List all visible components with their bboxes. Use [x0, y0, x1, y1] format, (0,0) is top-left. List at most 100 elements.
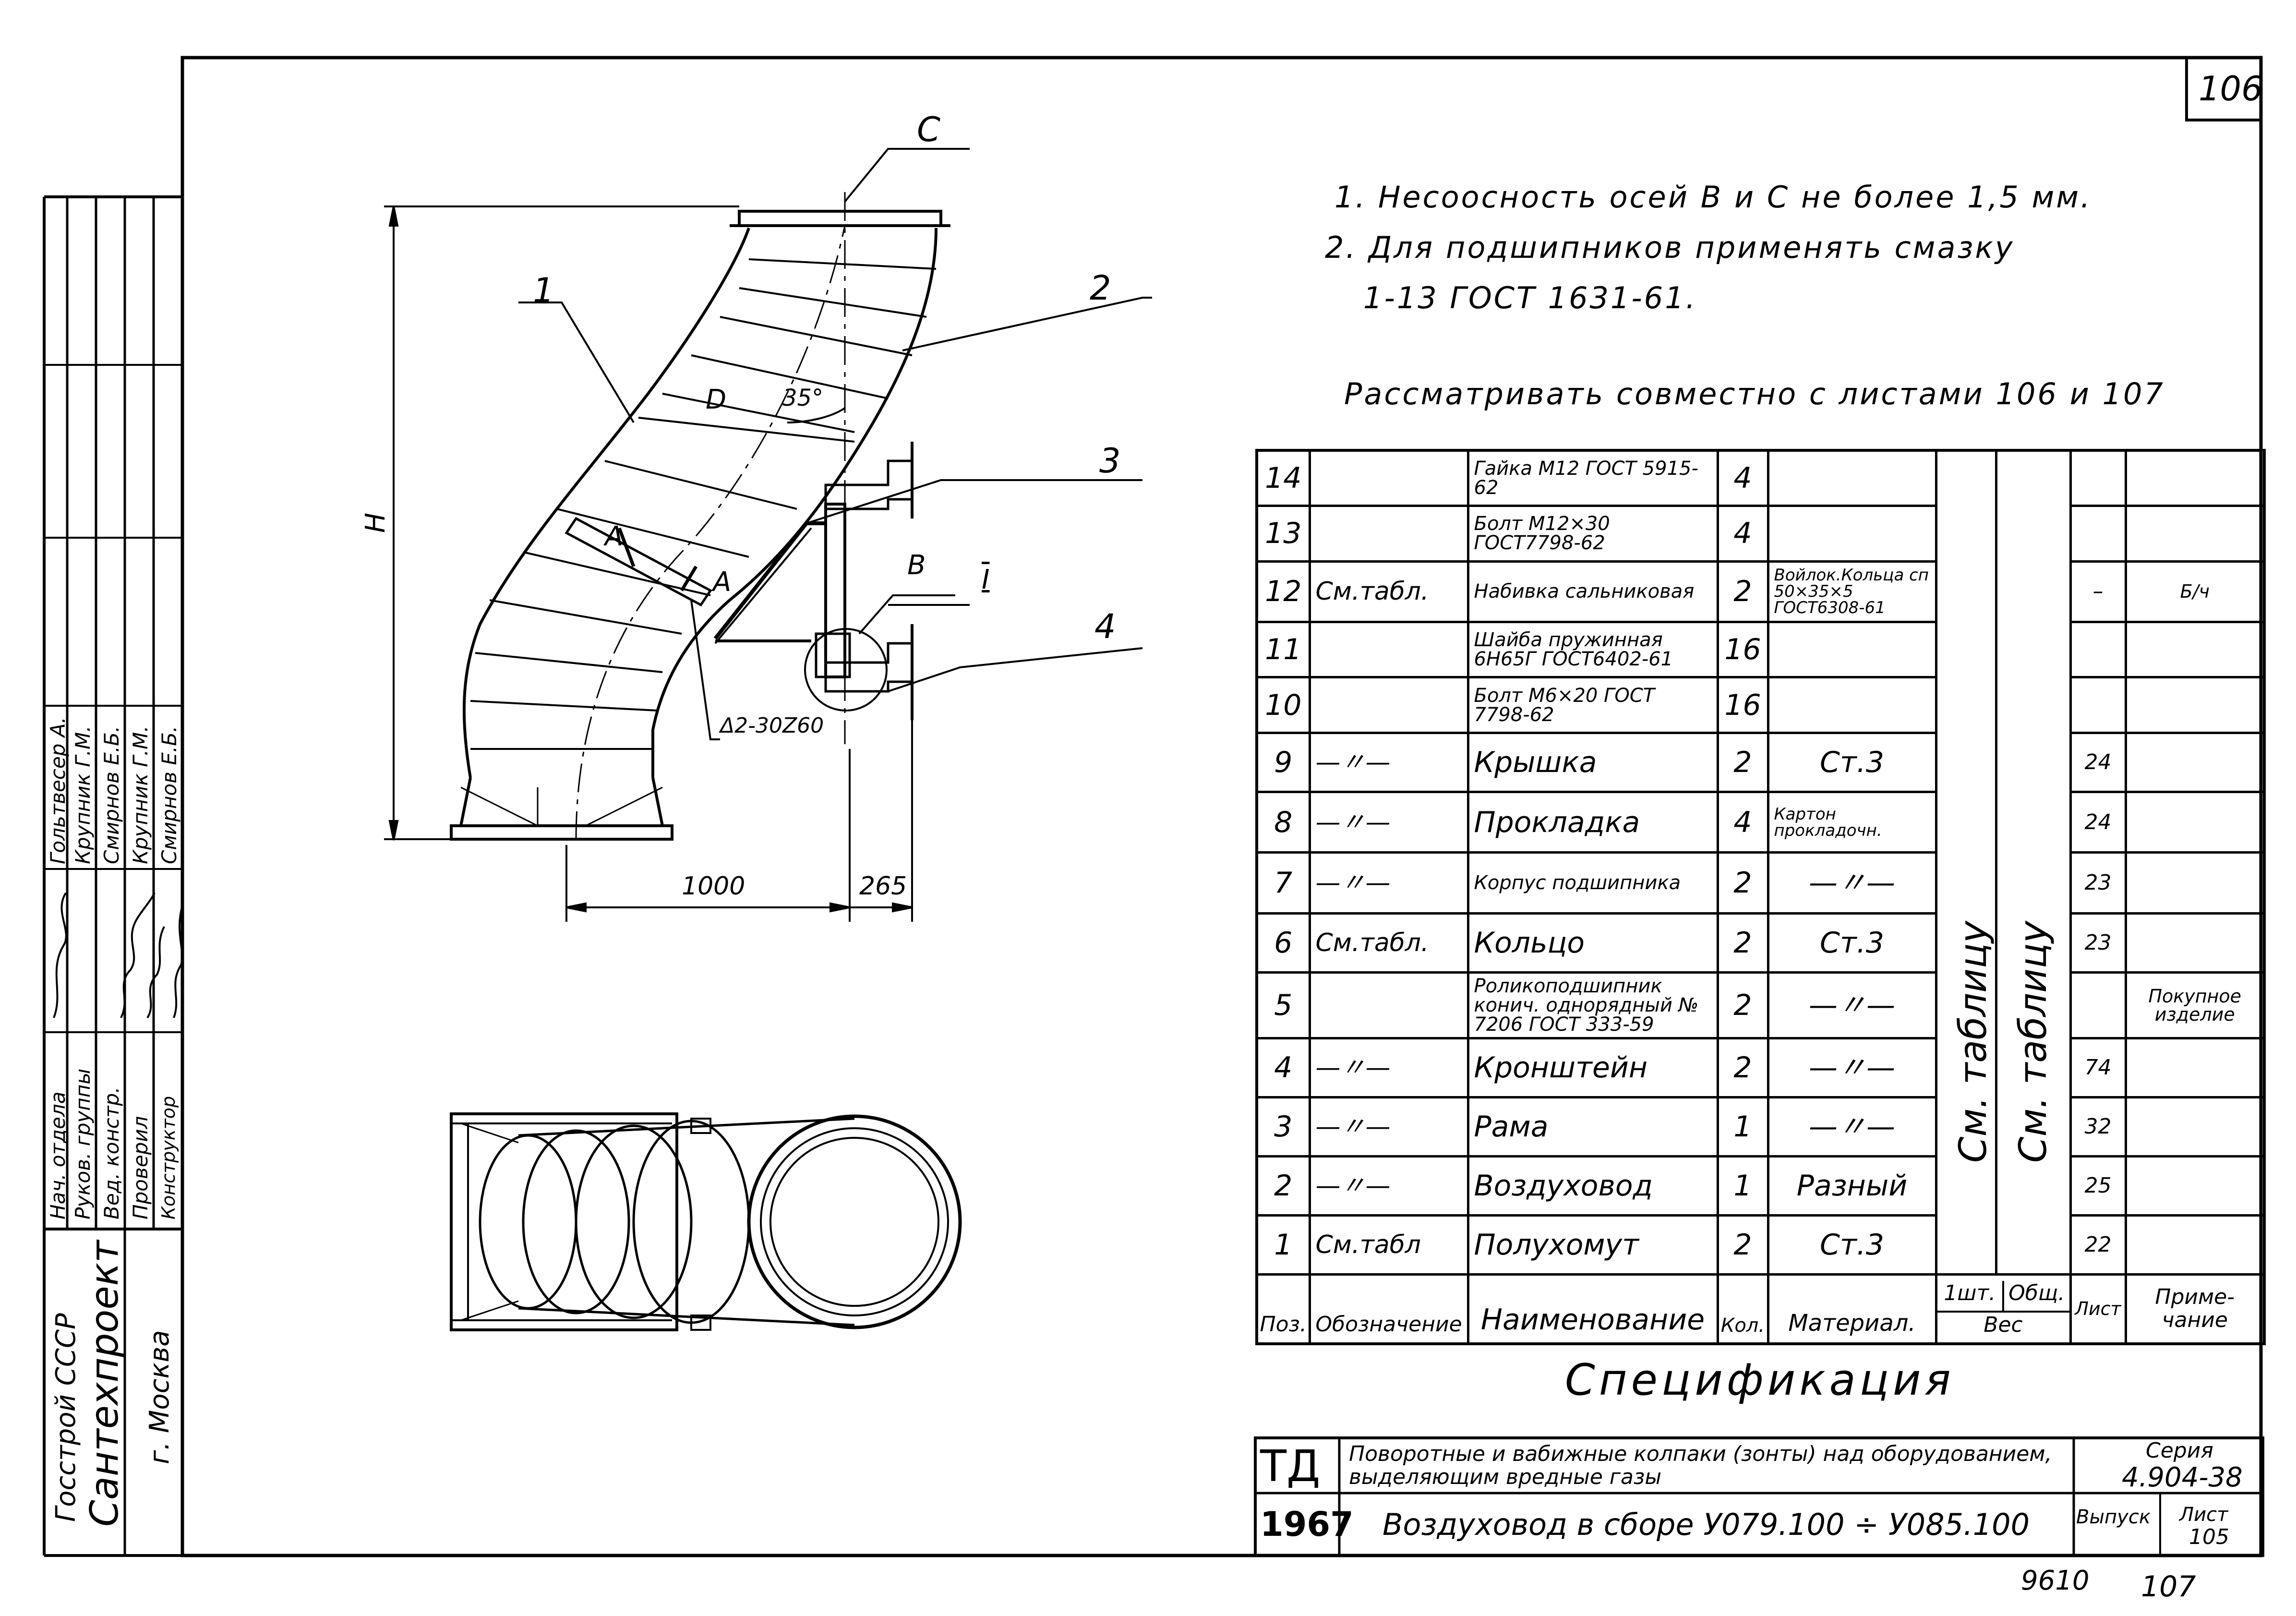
spec-name: Шайба пружинная 6Н65Г ГОСТ6402-61: [1467, 620, 1719, 679]
tb-year: 1967: [1260, 1505, 1354, 1544]
spec-sheet: 24: [2069, 791, 2127, 854]
tb-drawing-name: Воздуховод в сборе У079.100 ÷ У085.100: [1382, 1507, 2030, 1542]
spec-header-total: Общ.: [2008, 1280, 2065, 1305]
spec-sheet: 25: [2069, 1155, 2127, 1217]
spec-note: [2124, 1037, 2266, 1098]
spec-qty: 2: [1716, 971, 1769, 1039]
spec-sheet: [2069, 505, 2127, 563]
tb-bottom-note: 9610: [2021, 1565, 2090, 1596]
spec-qty: 1: [1716, 1096, 1769, 1158]
tb-description: Поворотные и вабижные колпаки (зонты) на…: [1349, 1442, 2052, 1490]
spec-name: Прокладка: [1467, 791, 1719, 854]
spec-pos: 9: [1255, 732, 1311, 794]
spec-note: [2124, 732, 2266, 794]
spec-sheet: [2069, 676, 2127, 735]
label-dim-265: 265: [859, 872, 907, 901]
tb-td: ТД: [1260, 1441, 1321, 1492]
spec-material: Войлок.Кольца сп 50×35×5 ГОСТ6308-61: [1767, 560, 1937, 623]
tb-list-num: 105: [2189, 1525, 2229, 1549]
spec-qty: 16: [1716, 676, 1769, 735]
spec-designation: —〃—: [1308, 851, 1469, 915]
spec-pos: 7: [1255, 851, 1311, 915]
spec-note: [2124, 791, 2266, 854]
spec-note: [2124, 1155, 2266, 1217]
spec-name: Болт М6×20 ГОСТ 7798-62: [1467, 676, 1719, 735]
spec-material: —〃—: [1767, 1096, 1937, 1158]
spec-qty: 2: [1716, 1037, 1769, 1098]
tb-vypusk: Выпуск: [2076, 1506, 2151, 1528]
name-2: Крупник Г.М.: [71, 725, 95, 864]
spec-designation: См.табл.: [1308, 560, 1469, 623]
spec-sheet: 24: [2069, 732, 2127, 794]
spec-pos: 1: [1255, 1214, 1311, 1276]
label-2: 2: [1090, 268, 1111, 308]
spec-designation: —〃—: [1308, 1155, 1469, 1217]
tb-bottom-num: 107: [2141, 1570, 2196, 1604]
label-H: H: [360, 512, 391, 533]
spec-note: [2124, 449, 2266, 507]
spec-designation: —〃—: [1308, 1037, 1469, 1098]
spec-name: Полухомут: [1467, 1214, 1719, 1276]
spec-designation: —〃—: [1308, 1096, 1469, 1158]
spec-sheet: 22: [2069, 1214, 2127, 1276]
spec-name: Рама: [1467, 1096, 1719, 1158]
spec-header-name: Наименование: [1467, 1273, 1719, 1345]
role-4: Проверил: [129, 1116, 152, 1219]
spec-pos: 2: [1255, 1155, 1311, 1217]
spec-qty: 2: [1716, 851, 1769, 915]
spec-sheet: [2069, 449, 2127, 507]
spec-pos: 10: [1255, 676, 1311, 735]
spec-material: Ст.3: [1767, 1214, 1937, 1276]
spec-note: Б/ч: [2124, 560, 2266, 623]
spec-designation: [1308, 971, 1469, 1039]
spec-header-qty: Кол.: [1716, 1273, 1769, 1345]
spec-qty: 4: [1716, 791, 1769, 854]
spec-header-weight: 1шт.Общ.Вес: [1935, 1273, 2072, 1345]
spec-sheet: 74: [2069, 1037, 2127, 1098]
label-1: 1: [533, 271, 554, 310]
org-1: Госстрой СССР: [50, 1313, 82, 1522]
label-A-left: A: [605, 521, 624, 552]
spec-material: Ст.3: [1767, 912, 1937, 974]
label-dim-1000: 1000: [682, 872, 745, 901]
spec-header-weight-label: Вес: [1983, 1312, 2023, 1337]
tb-series-label: Серия: [2146, 1438, 2213, 1463]
spec-sheet: [2069, 971, 2127, 1039]
spec-material: Картон прокладочн.: [1767, 791, 1937, 854]
spec-material: Разный: [1767, 1155, 1937, 1217]
org-2: Сантехпроект: [82, 1240, 127, 1527]
spec-header-pos: Поз.: [1255, 1273, 1311, 1345]
spec-header-sheet: Лист: [2069, 1273, 2127, 1345]
tb-series: 4.904-38: [2122, 1462, 2243, 1493]
name-4: Крупник Г.М.: [129, 725, 152, 864]
spec-note: [2124, 1214, 2266, 1276]
spec-name: Болт М12×30 ГОСТ7798-62: [1467, 505, 1719, 563]
role-1: Нач. отдела: [46, 1091, 70, 1219]
spec-designation: [1308, 449, 1469, 507]
spec-pos: 8: [1255, 791, 1311, 854]
spec-name: Набивка сальниковая: [1467, 560, 1719, 623]
label-angle: 35°: [782, 385, 824, 411]
spec-pos: 3: [1255, 1096, 1311, 1158]
sheet-number-box: [2185, 56, 2262, 121]
note-refer: Рассматривать совместно с листами 106 и …: [1344, 376, 2165, 411]
spec-qty: 1: [1716, 1155, 1769, 1217]
spec-name: Корпус подшипника: [1467, 851, 1719, 915]
sheet-number: 106: [2199, 69, 2263, 109]
label-A-right: A: [713, 567, 732, 598]
spec-designation: —〃—: [1308, 732, 1469, 794]
spec-note: [2124, 851, 2266, 915]
label-I: I: [982, 564, 990, 595]
spec-name: Роликоподшипник конич. однорядный № 7206…: [1467, 971, 1719, 1039]
spec-qty: 4: [1716, 505, 1769, 563]
spec-pos: 14: [1255, 449, 1311, 507]
spec-weight-unit-merged: См. таблицу: [1935, 449, 1997, 1276]
spec-material: —〃—: [1767, 971, 1937, 1039]
